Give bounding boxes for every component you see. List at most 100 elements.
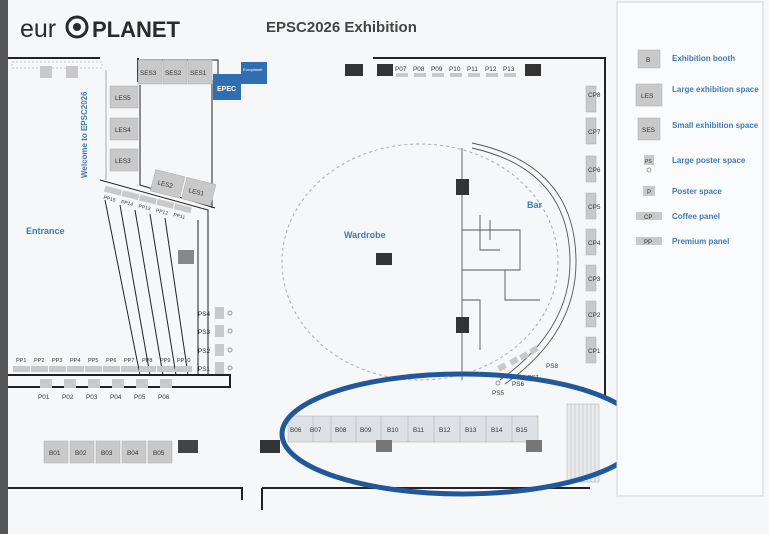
pp-label: PP14 [120, 199, 134, 208]
les-label: LES1 [188, 187, 205, 198]
epec-label: EPEC [217, 86, 236, 93]
welcome-label: Welcome to EPSC2026 [80, 91, 89, 178]
les-column: LES5 LES4 LES3 [109, 85, 139, 172]
left-edge-strip [0, 0, 8, 534]
europlanet-label: Europlanet [243, 67, 263, 72]
pp-label: PP3 [52, 358, 62, 364]
booths-left-row: B01 B02 B03 B04 B05 [43, 440, 198, 464]
pp-label: PP5 [88, 358, 98, 364]
bar-structure [461, 142, 577, 385]
epec-booth[interactable]: EPEC [213, 74, 241, 100]
wardrobe-label: Wardrobe [344, 230, 386, 240]
legend-item-booth: B Exhibition booth [637, 49, 735, 69]
booth-label: B03 [101, 450, 113, 457]
les-label: LES5 [115, 95, 131, 102]
posters-top-row: P07 P08 P09 P10 P11 P12 P13 [377, 64, 541, 77]
les-label: LES2 [157, 180, 174, 191]
legend-code: PS [645, 159, 652, 165]
pp-label: PP13 [138, 204, 152, 213]
legend-item-coffee: CP Coffee panel [636, 212, 720, 221]
bar-label: Bar [527, 200, 543, 210]
entrance-label: Entrance [26, 226, 65, 236]
pp-label: PP2 [34, 358, 44, 364]
booth-label: B05 [153, 450, 165, 457]
ps-label: PS6 [512, 381, 525, 388]
legend-label: Large exhibition space [672, 85, 759, 94]
les-label: LES3 [115, 158, 131, 165]
legend-label: Coffee panel [672, 212, 720, 221]
ps-label: PS2 [198, 348, 211, 355]
ps-label: PS3 [198, 329, 211, 336]
coffee-panel-label: CP5 [588, 204, 601, 211]
booth-label: B12 [439, 427, 451, 434]
logo-text-right: PLANET [92, 17, 181, 42]
poster-label: P10 [449, 66, 461, 73]
logo-ring-icon [65, 15, 89, 39]
pp-label: PP12 [155, 208, 169, 217]
legend-panel [616, 1, 764, 497]
booth-label: B02 [75, 450, 87, 457]
bar-pillar-top [456, 179, 469, 195]
coffee-panel-label: CP3 [588, 276, 601, 283]
legend-item-ses: SES Small exhibition space [637, 117, 759, 141]
pp-bottom-row: PP1 PP2 PP3 PP4 PP5 PP6 PP7 PP8 PP9 PP10 [13, 358, 192, 372]
pp-label: PP9 [160, 358, 170, 364]
europlanet-booth[interactable]: Europlanet [241, 62, 267, 84]
legend-list: B Exhibition booth LES Large exhibition … [635, 49, 759, 246]
pp-label: PP8 [142, 358, 152, 364]
pp-label: PP11 [173, 212, 186, 221]
interior-lines [99, 59, 219, 376]
legend-code: SES [642, 127, 656, 134]
upper-left-corridor [11, 61, 107, 180]
poster-label: P02 [62, 394, 74, 401]
ses-group: SES3 SES2 SES1 [137, 59, 213, 85]
coffee-panel-label: CP7 [588, 129, 601, 136]
pp-angled-row: PP15 PP14 PP13 PP12 PP11 [103, 185, 192, 221]
legend-item-poster: P Poster space [643, 186, 722, 196]
pp-label: PP10 [177, 358, 190, 364]
pillar-top [345, 64, 363, 76]
booth-label: B15 [516, 427, 528, 434]
les-angled-group: LES2 LES1 [150, 169, 217, 207]
ps-label: PS8 [546, 363, 559, 370]
pp-label: PP1 [16, 358, 26, 364]
legend-item-ps: PS Large poster space [644, 155, 746, 173]
pp-label: PP4 [70, 358, 80, 364]
booth-label: B04 [127, 450, 139, 457]
booth-label: B10 [387, 427, 399, 434]
coffee-panels-column: CP8 CP7 CP6 CP5 CP4 CP3 CP2 CP1 [585, 85, 601, 364]
booth-label: B11 [413, 427, 424, 434]
ps-label: PS4 [198, 311, 211, 318]
coffee-panel-label: CP1 [588, 348, 601, 355]
pp-label: PP7 [124, 358, 134, 364]
wardrobe-pillar [376, 253, 392, 265]
booth-label: B14 [491, 427, 503, 434]
legend-code: P [647, 190, 651, 196]
stairs [566, 403, 600, 483]
legend-code: PP [644, 240, 652, 246]
poster-label: P06 [158, 394, 170, 401]
page-title: EPSC2026 Exhibition [266, 19, 417, 36]
bar-pillar-bottom [456, 317, 469, 333]
legend-label: Large poster space [672, 156, 746, 165]
logo-text-left: eur [20, 15, 56, 43]
legend-code: B [646, 57, 650, 64]
ps-label: PS5 [492, 390, 505, 397]
legend-label: Exhibition booth [672, 54, 735, 63]
posters-bottom-row: P01 P02 P03 P04 P05 P06 [38, 379, 172, 401]
coffee-panel-label: CP2 [588, 312, 601, 319]
poster-label: P11 [467, 66, 478, 73]
legend-label: Small exhibition space [672, 121, 759, 130]
poster-label: P09 [431, 66, 443, 73]
pp-label: PP6 [106, 358, 116, 364]
booth-label: B01 [49, 450, 61, 457]
booth-label: B13 [465, 427, 477, 434]
poster-label: P03 [86, 394, 98, 401]
booth-label: B08 [335, 427, 347, 434]
wardrobe-area: Wardrobe [281, 143, 559, 381]
pillar-left [178, 250, 194, 264]
coffee-panel-label: CP6 [588, 167, 601, 174]
poster-label: P05 [134, 394, 146, 401]
legend-code: LES [641, 93, 654, 100]
